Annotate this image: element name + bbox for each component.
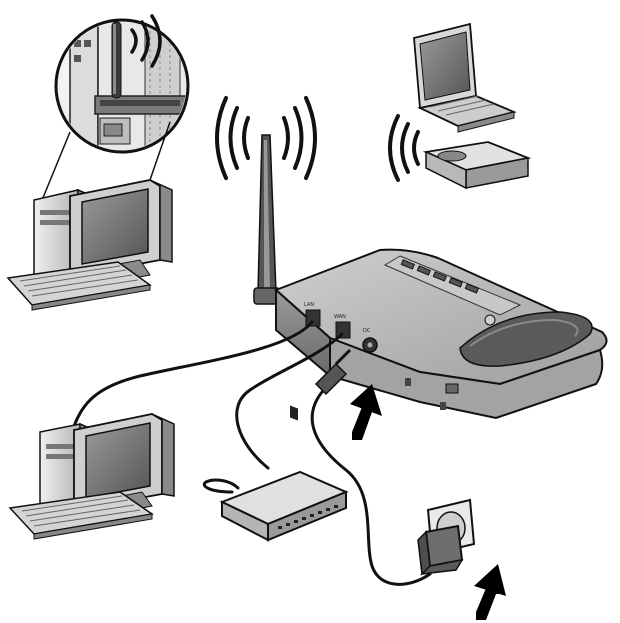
modem-uplink-cable — [202, 478, 240, 494]
router-status-leds — [400, 259, 479, 294]
dc-port-label: DC — [363, 328, 371, 334]
power-cable — [310, 390, 432, 586]
broadband-modem — [219, 470, 349, 542]
wireless-router: LAN WAN DC — [274, 248, 608, 421]
desktop-computer-wireless — [6, 179, 173, 311]
lan-port: LAN — [304, 302, 321, 327]
modem-leds — [278, 505, 338, 529]
dc-power-port: DC — [362, 328, 378, 353]
pc-card-signal-waves — [388, 114, 420, 182]
reset-port — [290, 405, 298, 421]
desktop-computer-wired — [8, 413, 175, 540]
wan-port-label: WAN — [334, 314, 346, 320]
inset-callout-line — [39, 131, 71, 206]
wan-port: WAN — [334, 314, 351, 339]
ethernet-cable-lan — [68, 320, 314, 442]
router-signal-waves — [215, 96, 317, 180]
wireless-card-magnified-inset — [54, 14, 190, 154]
inset-antenna-icon — [111, 21, 122, 99]
power-plug-connector — [314, 348, 352, 396]
arrow-to-wall-socket — [474, 564, 506, 620]
ethernet-cable-wan — [235, 332, 344, 470]
router-antenna-icon — [253, 134, 281, 305]
arrow-to-power-port — [350, 384, 382, 440]
wireless-pc-card — [422, 141, 532, 190]
lan-port-label: LAN — [304, 302, 314, 308]
inset-signal-waves — [130, 14, 162, 68]
power-adapter — [417, 524, 464, 576]
laptop-computer — [413, 22, 517, 133]
